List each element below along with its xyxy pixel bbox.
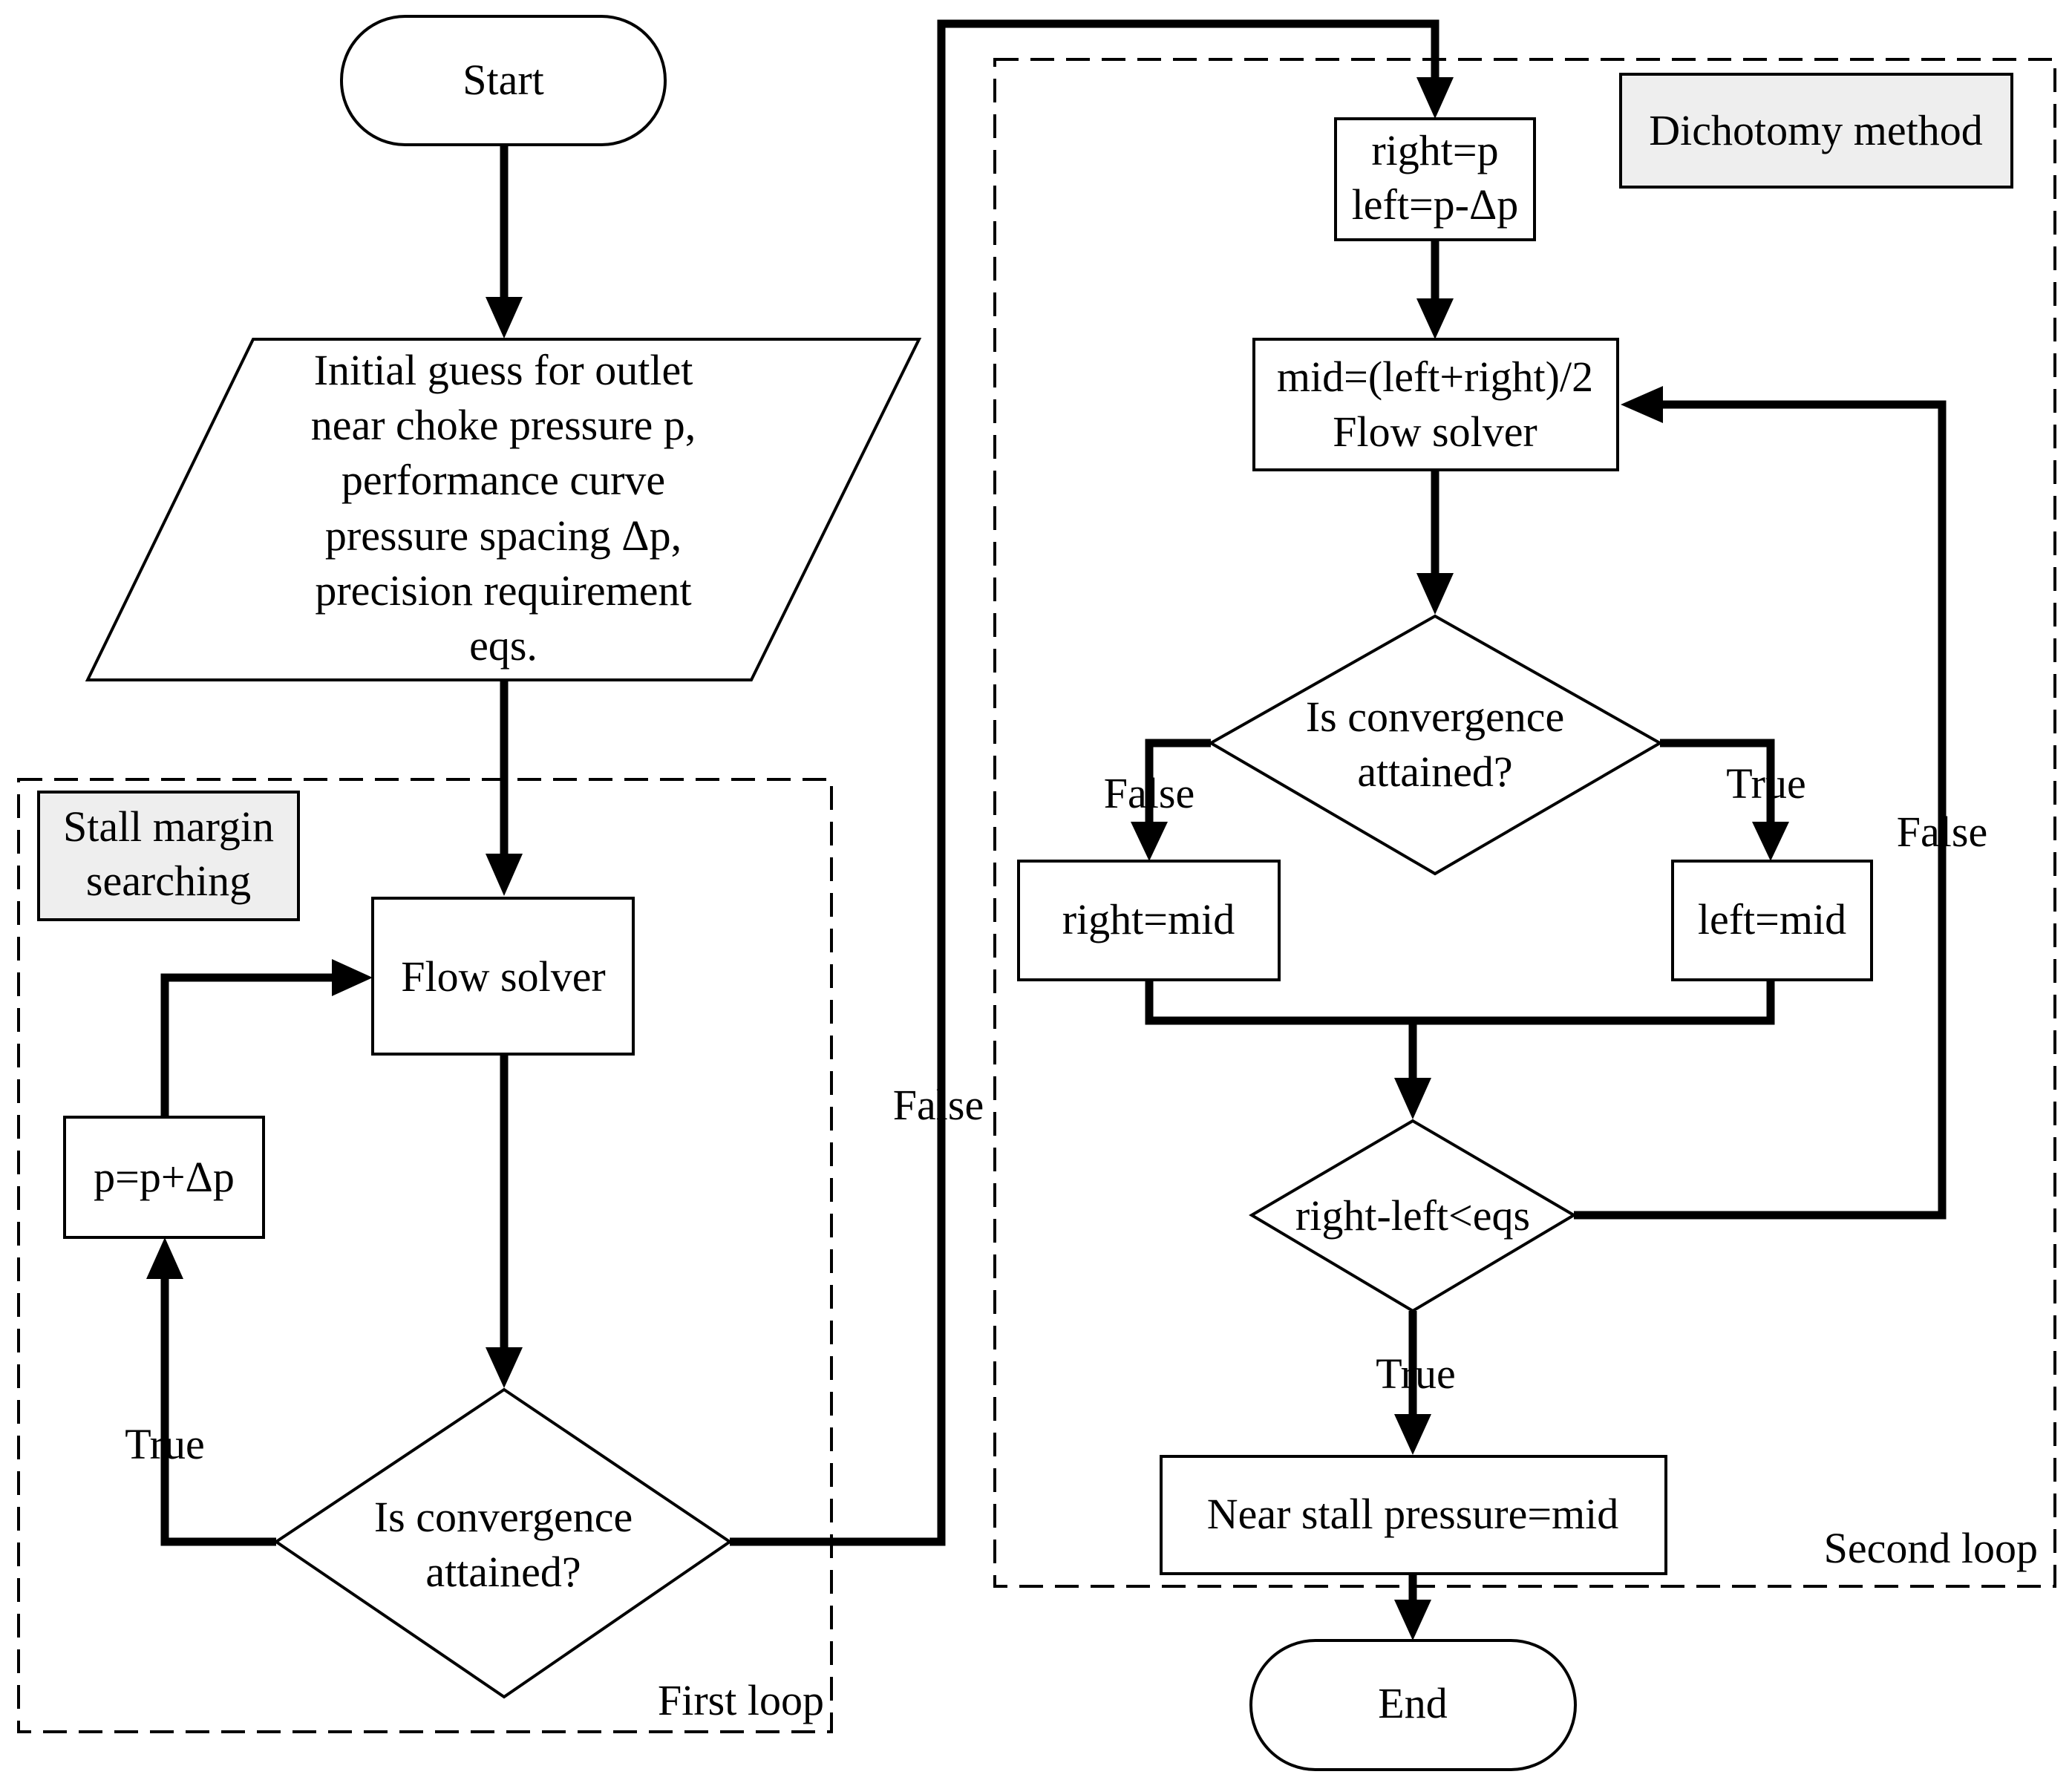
decision-2-false-label: False xyxy=(1104,769,1194,817)
stall-margin-label-box xyxy=(37,791,300,921)
edge-merge xyxy=(1145,980,1775,1025)
decision-1-true-label: True xyxy=(125,1420,204,1468)
arrowhead-midsolver-decision2 xyxy=(1416,573,1454,615)
edge-pupdate-solver xyxy=(160,973,338,1117)
arrowhead-input-solver xyxy=(486,854,523,896)
right-mid-box xyxy=(1017,860,1281,981)
arrowhead-result-end xyxy=(1394,1600,1431,1640)
check-label: right-left<eqs xyxy=(1295,1191,1530,1240)
p-update-label: p=p+Δp xyxy=(94,1153,235,1201)
check-false-label: False xyxy=(1897,808,1987,856)
decision-1-line-1: Is convergence xyxy=(374,1493,633,1541)
result-label: Near stall pressure=mid xyxy=(1207,1490,1619,1538)
arrowhead-check-true xyxy=(1394,1414,1431,1455)
stall-margin-label-line-2: searching xyxy=(86,857,251,905)
mid-solver-line-2: Flow solver xyxy=(1333,408,1537,456)
check-diamond xyxy=(1249,1119,1577,1313)
first-loop-label: First loop xyxy=(658,1676,824,1724)
decision-2-line-2: attained? xyxy=(1357,747,1512,796)
arrowhead-bounds-midsolver xyxy=(1416,298,1454,339)
mid-solver-box xyxy=(1252,338,1619,471)
stall-margin-label-line-1: Stall margin xyxy=(63,802,274,851)
mid-solver-line-1: mid=(left+right)/2 xyxy=(1277,353,1593,401)
decision-2-true-label: True xyxy=(1726,759,1805,808)
arrowhead-pupdate-solver xyxy=(332,959,373,996)
left-mid-label: left=mid xyxy=(1698,895,1846,943)
dichotomy-label: Dichotomy method xyxy=(1649,106,1982,154)
end-label: End xyxy=(1378,1679,1447,1727)
decision-1-false-label: False xyxy=(893,1081,984,1129)
arrowhead-merge-check xyxy=(1394,1078,1431,1119)
edge-decision2-false xyxy=(1145,739,1211,828)
second-loop-label: Second loop xyxy=(1824,1524,2038,1572)
flow-solver-1-label: Flow solver xyxy=(401,952,606,1001)
bounds-line-2: left=p-Δp xyxy=(1352,180,1519,229)
input-line-2: near choke pressure p, xyxy=(311,401,696,449)
input-line-3: performance curve xyxy=(341,456,665,504)
input-line-4: pressure spacing Δp, xyxy=(325,511,682,560)
start-terminator xyxy=(340,15,667,146)
result-box xyxy=(1160,1455,1667,1575)
decision-2-diamond xyxy=(1207,614,1664,876)
input-parallelogram xyxy=(85,338,922,681)
arrowhead-decision2-true xyxy=(1752,822,1789,861)
arrowhead-check-false xyxy=(1621,386,1663,423)
second-loop-frame xyxy=(993,58,2056,1588)
edge-decision1-false xyxy=(730,19,1439,1546)
input-line-6: eqs. xyxy=(469,621,537,670)
bounds-box xyxy=(1334,117,1536,241)
p-update-box xyxy=(63,1116,265,1239)
start-label: Start xyxy=(463,56,544,104)
decision-1-line-2: attained? xyxy=(425,1548,581,1596)
arrowhead-solver-decision1 xyxy=(486,1347,523,1388)
edge-check-false xyxy=(1574,400,1947,1220)
arrowhead-decision2-false xyxy=(1131,822,1168,861)
left-mid-box xyxy=(1671,860,1873,981)
end-terminator xyxy=(1249,1639,1577,1771)
dichotomy-label-box xyxy=(1619,73,2013,189)
arrowhead-decision1-true xyxy=(146,1237,183,1279)
input-line-1: Initial guess for outlet xyxy=(314,346,693,394)
right-mid-label: right=mid xyxy=(1062,895,1235,943)
check-true-label: True xyxy=(1376,1349,1455,1398)
input-line-5: precision requirement xyxy=(315,566,691,615)
edge-decision2-true xyxy=(1660,739,1775,828)
first-loop-frame xyxy=(17,778,833,1733)
flow-solver-1-box xyxy=(371,897,635,1056)
bounds-line-1: right=p xyxy=(1371,126,1498,174)
arrowhead-start-input xyxy=(486,297,523,338)
decision-1-diamond xyxy=(273,1387,733,1699)
decision-2-line-1: Is convergence xyxy=(1306,693,1564,741)
arrowhead-decision1-false xyxy=(1416,77,1454,119)
edge-decision1-true xyxy=(160,1273,276,1546)
